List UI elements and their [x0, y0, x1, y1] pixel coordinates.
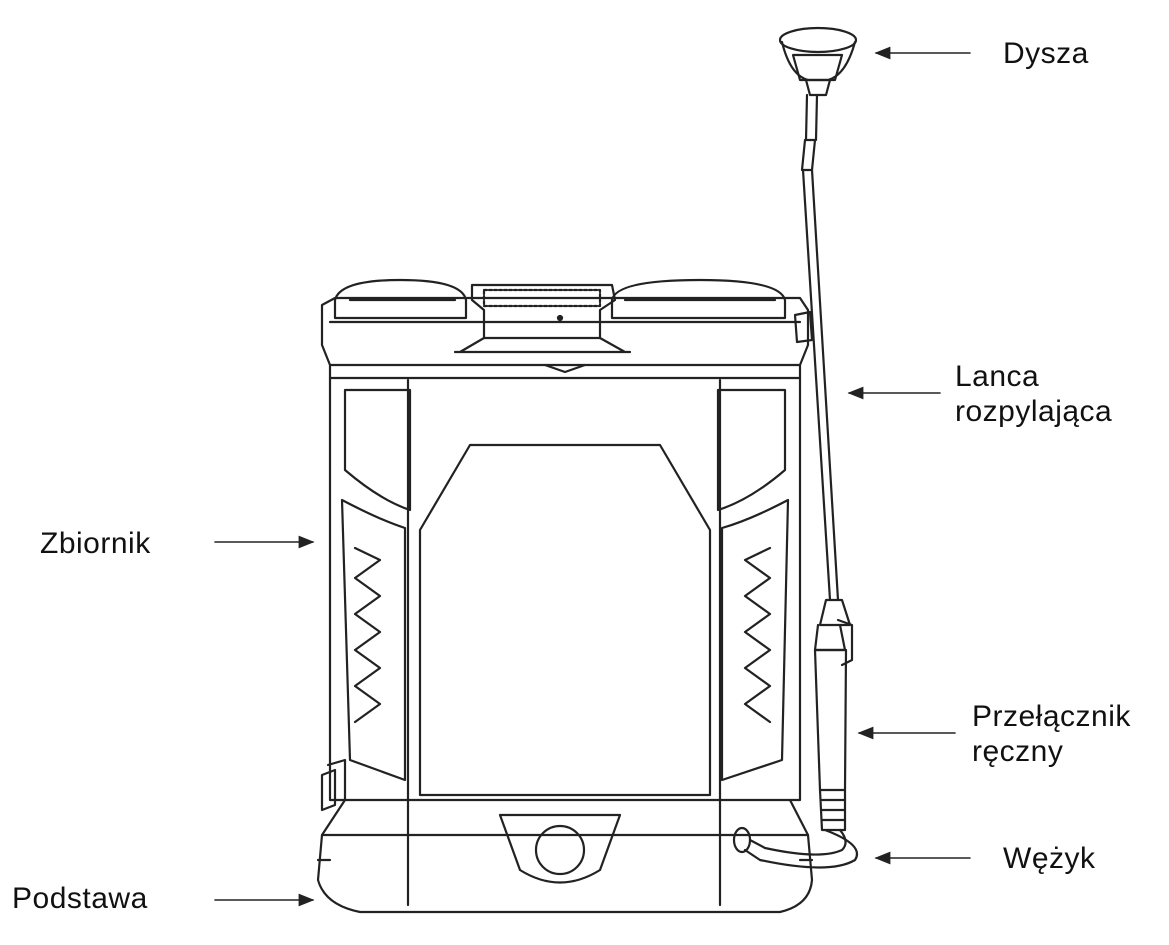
base-label: Podstawa	[12, 882, 148, 915]
tank-top	[320, 278, 810, 374]
base	[316, 758, 814, 914]
hose-label: Wężyk	[1003, 842, 1096, 875]
nozzle-label: Dysza	[1003, 37, 1089, 70]
tank-body	[328, 363, 802, 802]
tank-label: Zbiornik	[40, 527, 151, 560]
switch-label-line1: Przełącznik	[972, 700, 1131, 733]
spray-lance	[732, 26, 858, 869]
lance-label-line1: Lanca	[955, 360, 1040, 393]
lance-label-line2: rozpylająca	[955, 395, 1113, 428]
switch-label-line2: ręczny	[972, 735, 1064, 768]
